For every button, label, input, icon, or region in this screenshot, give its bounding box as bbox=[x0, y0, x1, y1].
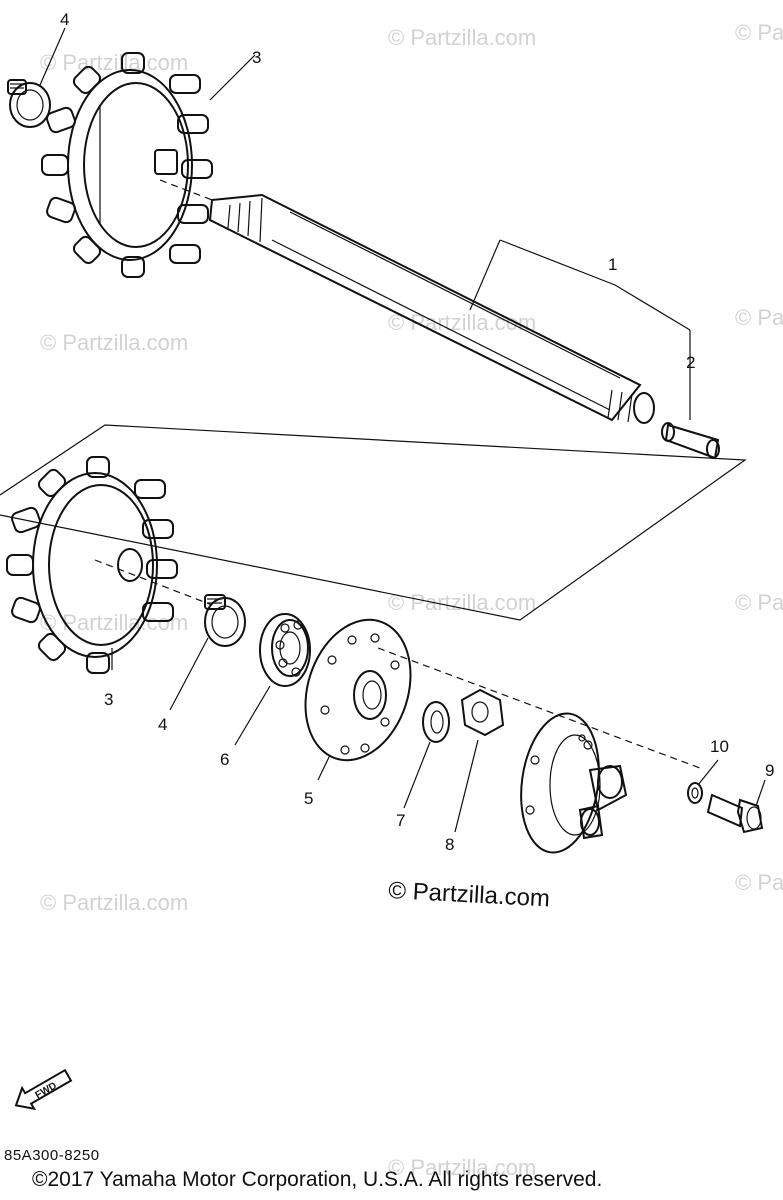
watermark: © Partzilla.com bbox=[735, 870, 783, 895]
callout-3-bottom: 3 bbox=[104, 690, 113, 709]
callout-4-bottom: 4 bbox=[158, 715, 167, 734]
callout-numbers: 1 2 3 3 4 4 5 6 7 8 9 10 bbox=[60, 10, 774, 854]
band-clamp-top bbox=[7, 79, 51, 128]
callout-7: 7 bbox=[396, 811, 405, 830]
watermarks: © Partzilla.com © Partzilla.com © Partzi… bbox=[40, 20, 783, 1180]
callout-2: 2 bbox=[686, 353, 695, 372]
watermark: © Partzilla.com bbox=[40, 50, 188, 75]
watermark: © Partzilla.com bbox=[735, 20, 783, 45]
diagram-code: 85A300-8250 bbox=[4, 1147, 100, 1164]
washer bbox=[422, 701, 450, 743]
watermark: © Partzilla.com bbox=[735, 305, 783, 330]
bearing-housing bbox=[304, 618, 412, 762]
callout-5: 5 bbox=[304, 789, 313, 808]
fwd-arrow: FWD bbox=[14, 1068, 73, 1111]
band-clamp-bottom bbox=[204, 594, 246, 647]
center-lines bbox=[0, 179, 747, 769]
drive-shaft bbox=[208, 193, 655, 424]
watermark: © Partzilla.com bbox=[40, 890, 188, 915]
callout-6: 6 bbox=[220, 750, 229, 769]
callout-1: 1 bbox=[608, 255, 617, 274]
watermark: © Partzilla.com bbox=[388, 25, 536, 50]
shaft-pin bbox=[661, 422, 720, 460]
leader-lines-top bbox=[39, 27, 691, 420]
leader-lines-bottom bbox=[111, 637, 766, 833]
callout-10: 10 bbox=[710, 737, 729, 756]
watermark: © Partzilla.com bbox=[388, 310, 536, 335]
bolt bbox=[706, 793, 764, 834]
callout-4-top: 4 bbox=[60, 10, 69, 29]
lock-washer bbox=[687, 782, 703, 804]
callout-3-top: 3 bbox=[252, 48, 261, 67]
watermark: © Partzilla.com bbox=[40, 330, 188, 355]
watermark: © Partzilla.com bbox=[388, 590, 536, 615]
drive-sprocket-bottom bbox=[6, 456, 178, 674]
nut bbox=[460, 688, 505, 737]
bearing bbox=[259, 613, 311, 687]
drive-sprocket-top bbox=[41, 52, 213, 278]
watermark: © Partzilla.com bbox=[735, 590, 783, 615]
fwd-label: FWD bbox=[34, 1080, 59, 1101]
watermark: © Partzilla.com bbox=[40, 610, 188, 635]
copyright-notice: ©2017 Yamaha Motor Corporation, U.S.A. A… bbox=[32, 1168, 603, 1191]
callout-8: 8 bbox=[445, 835, 454, 854]
callout-9: 9 bbox=[765, 761, 774, 780]
flange-shaft bbox=[520, 712, 628, 854]
center-watermark: © Partzilla.com bbox=[388, 877, 551, 912]
watermark: © Partzilla.com bbox=[388, 1155, 536, 1180]
